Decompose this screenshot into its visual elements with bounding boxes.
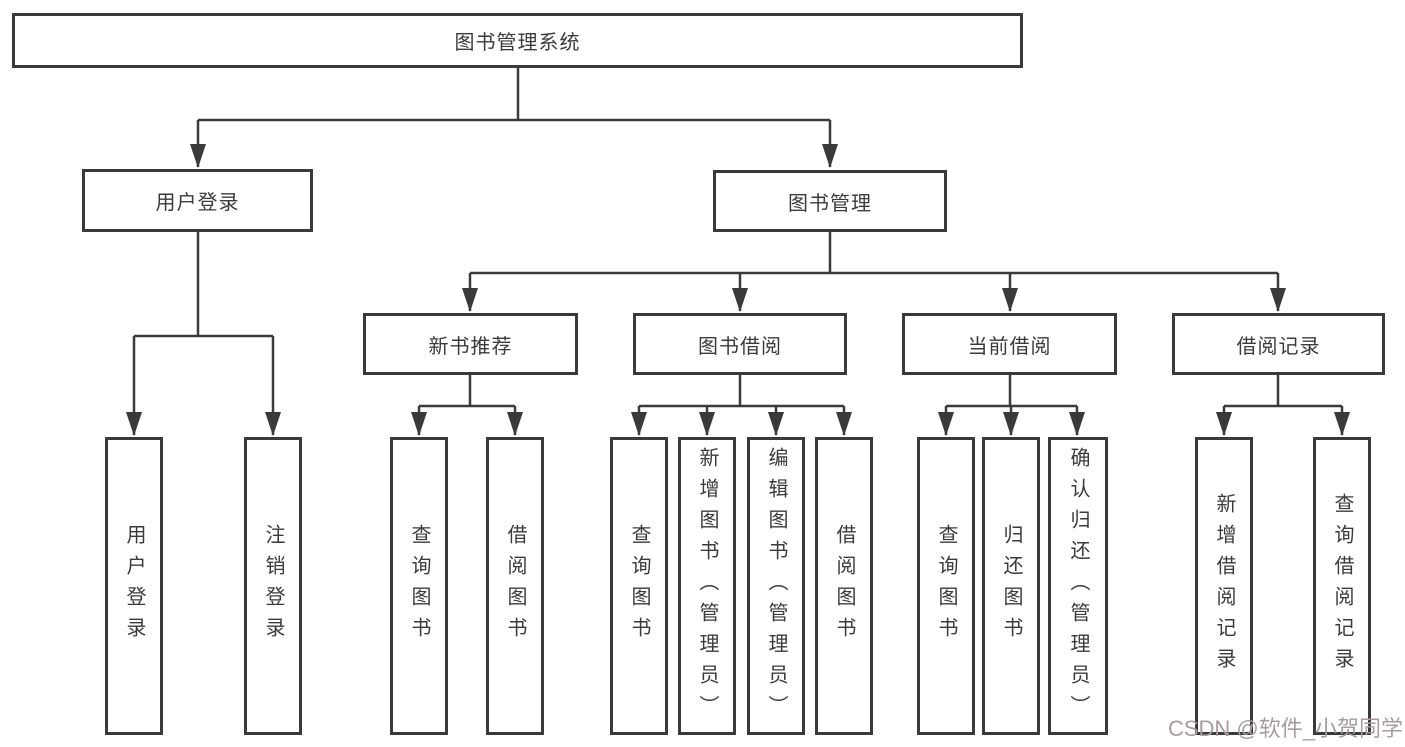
node-label: 图书管理系统: [454, 32, 581, 54]
leaf-borrow-books-recommend: 借阅图书: [486, 437, 544, 735]
node-label: 编辑图书（管理员）: [765, 446, 787, 726]
node-label: 注销登录: [262, 524, 284, 648]
node-label: 借阅图书: [504, 524, 526, 648]
node-label: 查询图书: [935, 524, 957, 648]
node-label: 查询图书: [628, 524, 650, 648]
node-current-borrowing: 当前借阅: [902, 313, 1117, 375]
leaf-query-books-recommend: 查询图书: [390, 437, 448, 735]
node-book-borrowing: 图书借阅: [633, 313, 847, 375]
node-label: 用户登录: [155, 192, 240, 214]
node-label: 新书推荐: [428, 335, 513, 358]
csdn-watermark: CSDN @软件_小贺同学: [1167, 716, 1403, 741]
node-book-management: 图书管理: [713, 170, 947, 232]
leaf-query-borrow-record: 查询借阅记录: [1313, 437, 1371, 735]
node-label: 新增借阅记录: [1213, 493, 1235, 679]
node-label: 归还图书: [1000, 524, 1022, 648]
node-library-management-system: 图书管理系统: [12, 13, 1023, 68]
node-label: 借阅记录: [1236, 335, 1321, 358]
leaf-query-books-current: 查询图书: [917, 437, 975, 735]
node-label: 新增图书（管理员）: [696, 446, 718, 726]
node-user-login: 用户登录: [82, 169, 313, 232]
node-label: 借阅图书: [833, 524, 855, 648]
node-label: 图书借阅: [698, 335, 782, 358]
leaf-add-borrow-record: 新增借阅记录: [1195, 437, 1253, 735]
node-new-book-recommendation: 新书推荐: [363, 313, 578, 375]
leaf-return-book: 归还图书: [982, 437, 1040, 735]
leaf-user-login: 用户登录: [105, 437, 163, 735]
node-label: 当前借阅: [967, 335, 1052, 358]
leaf-edit-book-admin: 编辑图书（管理员）: [747, 437, 805, 735]
node-label: 查询图书: [408, 524, 430, 648]
leaf-confirm-return-admin: 确认归还（管理员）: [1048, 437, 1108, 735]
node-label: 用户登录: [123, 524, 145, 648]
node-label: 确认归还（管理员）: [1067, 446, 1089, 726]
node-label: 查询借阅记录: [1331, 493, 1353, 679]
leaf-query-books-borrowing: 查询图书: [610, 437, 668, 735]
node-borrowing-records: 借阅记录: [1172, 313, 1385, 375]
leaf-logout: 注销登录: [244, 437, 302, 735]
leaf-add-book-admin: 新增图书（管理员）: [678, 437, 736, 735]
node-label: 图书管理: [788, 192, 872, 215]
leaf-borrow-books-borrowing: 借阅图书: [815, 437, 873, 735]
